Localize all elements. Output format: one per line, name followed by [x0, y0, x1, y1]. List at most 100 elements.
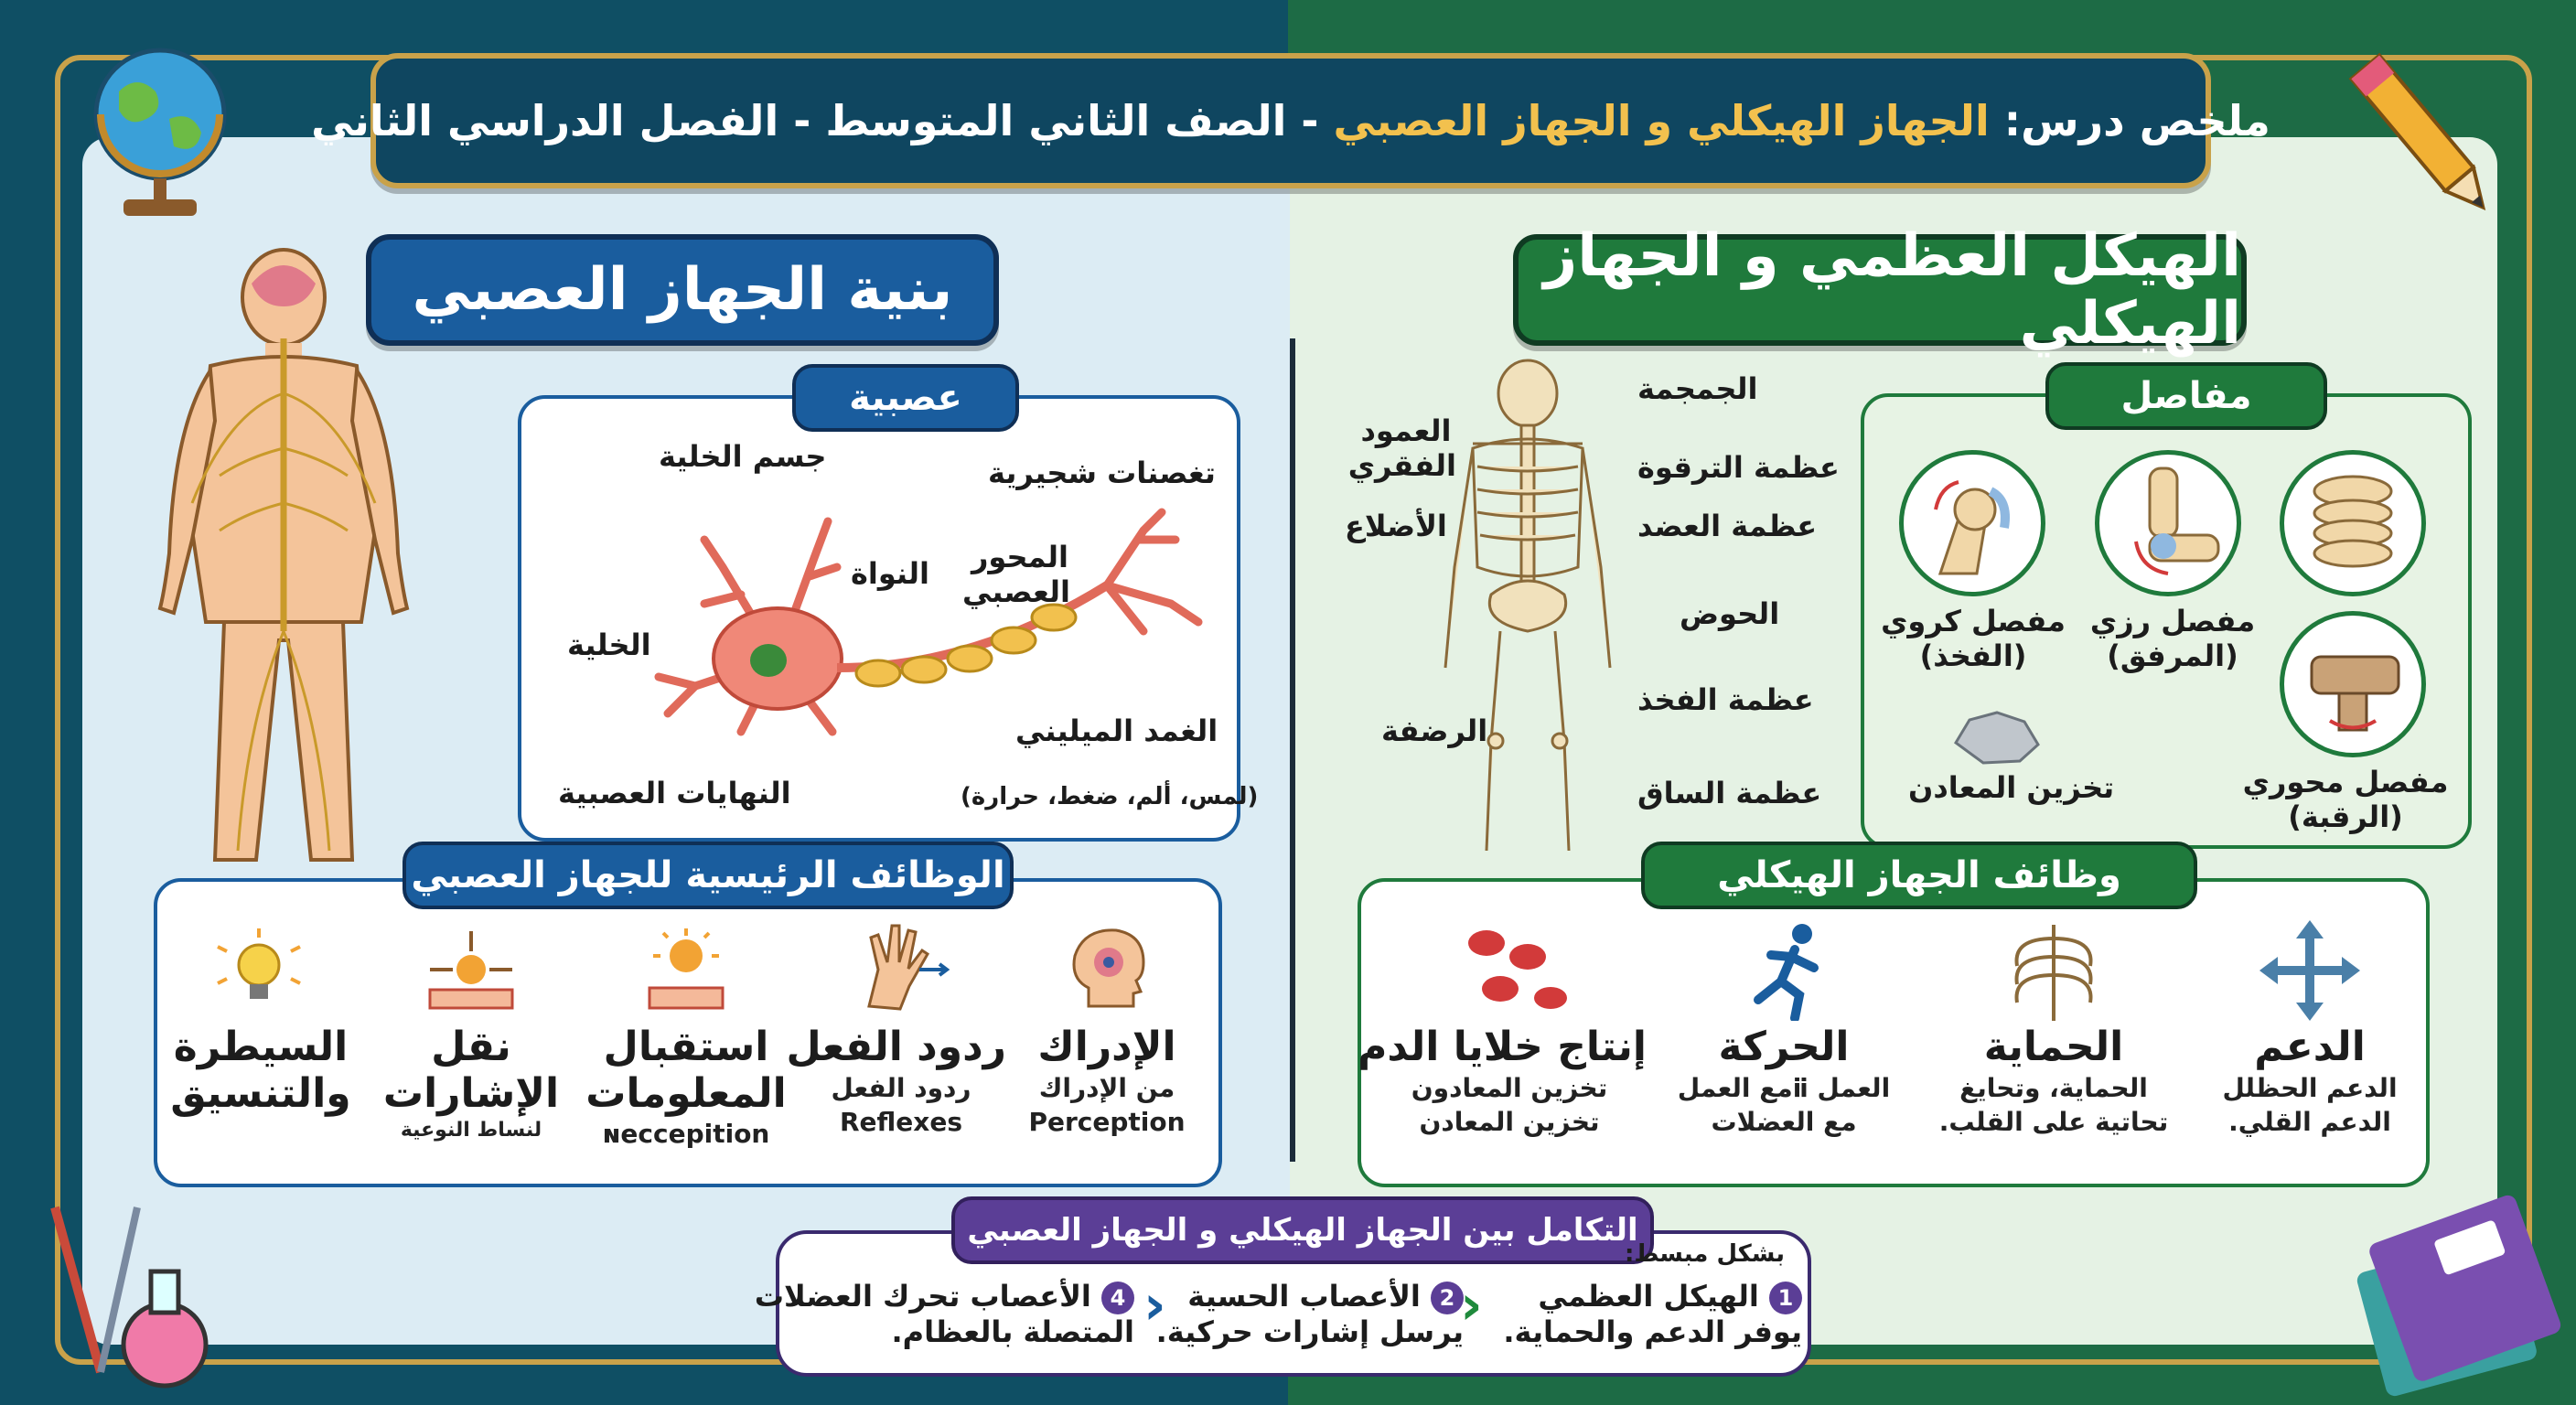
skeletal-section-title: الهيكل العظمي و الجهاز الهيكلي: [1513, 222, 2247, 358]
function-name: الحركة: [1718, 1024, 1850, 1070]
integration-step-1: 1 الهيكل العظمي يوفر الدعم والحماية.: [1503, 1279, 1802, 1349]
ribcage-icon: [2014, 925, 2093, 1021]
step-number: 4: [1101, 1282, 1134, 1314]
mineral-rock-icon: [1954, 711, 2040, 765]
function-sub1: تخزين المعادون: [1411, 1072, 1608, 1103]
label-skull: الجمجمة: [1637, 371, 1758, 406]
neuron-title: عصبية: [792, 364, 1019, 432]
function-name: الدعم: [2254, 1024, 2366, 1070]
chevron-left-icon: ‹: [1460, 1273, 1483, 1337]
label-tibia: عظمة الساق: [1637, 776, 1822, 810]
label-pelvis: الحوض: [1680, 596, 1780, 631]
sun-receptor-icon: [648, 928, 724, 1010]
support-arrows-icon: [2259, 920, 2360, 1021]
label-nerve-endings: النهايات العصبية: [558, 776, 791, 810]
skeleton-figure: [1444, 359, 1612, 852]
function-sub2: تخزين المعادن: [1419, 1107, 1600, 1138]
skeletal-functions-title: وظائف الجهاز الهيكلي: [1641, 842, 2197, 909]
function-sub2: ɴeccepition: [602, 1119, 770, 1150]
label-nucleus: النواة: [851, 556, 929, 591]
hinge-joint-icon: [2095, 450, 2241, 596]
hinge-joint-label: مفصل رزي (المرفق): [2089, 604, 2256, 673]
signal-arrows-icon: [428, 931, 514, 1010]
step-number: 1: [1769, 1282, 1802, 1314]
nervous-function-reflexes: ردود الفعل ردود الفعل Reflexes: [786, 1024, 1006, 1140]
label-cell: الخلية: [567, 627, 651, 662]
function-sub1: من الإدراك: [1038, 1072, 1175, 1103]
skeletal-function-support: الدعم الدعم الحظلل الدعم القلي.: [2214, 1024, 2406, 1140]
label-patella: الرضفة: [1381, 713, 1488, 748]
function-sub2: الدعم القلي.: [2228, 1107, 2391, 1138]
function-name: إنتاج خلايا الدم: [1358, 1024, 1647, 1070]
label-spine: العمود الفقري: [1347, 413, 1456, 483]
pivot-joint-icon: [2280, 611, 2426, 757]
integration-title: التكامل بين الجهاز الهيكلي و الجهاز العص…: [951, 1196, 1654, 1264]
step-line1: الأعصاب الحسية: [1187, 1279, 1421, 1314]
neuron-diagram: [654, 508, 1203, 736]
nervous-function-perception: الإدراك من الإدراك Perception: [1015, 1024, 1198, 1140]
function-sub2: تحاتية على القلب.: [1938, 1107, 2169, 1138]
lightbulb-icon: [217, 928, 301, 999]
skeletal-function-protection: الحماية الحماية، وتحايغ تحاتية على القلب…: [1930, 1024, 2177, 1140]
function-name: استقبال المعلومات: [585, 1024, 787, 1117]
skeletal-function-blood: إنتاج خلايا الدم تخزين المعادون تخزين ال…: [1358, 1024, 1647, 1140]
nervous-functions-title: الوظائف الرئيسية للجهاز العصبي: [402, 842, 1014, 909]
globe-icon: [93, 48, 227, 216]
nervous-body-figure: [157, 248, 410, 862]
chevron-left-icon: ‹: [1143, 1273, 1166, 1337]
skeletal-function-movement: الحركة العمل ⅱمع العمل مع العضلات: [1665, 1024, 1903, 1140]
flask-icon: [50, 1206, 209, 1389]
function-name: الإدراك: [1037, 1024, 1176, 1070]
label-humerus: عظمة العضد: [1637, 509, 1818, 543]
step-line2: يوفر الدعم والحماية.: [1503, 1314, 1802, 1349]
label-senses: (لمس، ألم، ضغط، حرارة): [961, 783, 1259, 810]
skeletal-functions-box: [1358, 878, 2430, 1187]
label-dendrites: تغصنات شجيرية: [988, 456, 1216, 490]
nervous-section-title: بنية الجهاز العصبي: [366, 234, 999, 346]
function-sub1: ردود الفعل: [831, 1072, 971, 1103]
blood-cells-icon: [1468, 930, 1567, 1009]
lesson-title: ملخص درس: الجهاز الهيكلي و الجهاز العصبي…: [311, 96, 2270, 145]
neck-vertebrae-icon: [2280, 450, 2426, 596]
pencil-icon: [2348, 52, 2486, 211]
step-line2: يرسل إشارات حركية.: [1155, 1314, 1464, 1349]
integration-step-2: 2 الأعصاب الحسية يرسل إشارات حركية.: [1156, 1279, 1464, 1349]
function-sub2: لنساط النوعية: [400, 1119, 542, 1142]
ball-joint-icon: [1899, 450, 2045, 596]
notebooks-icon: [2356, 1195, 2561, 1397]
nervous-function-control: السيطرة والتنسيق: [165, 1024, 357, 1117]
label-ribs: الأضلاع: [1345, 509, 1447, 543]
label-femur: عظمة الفخذ: [1637, 682, 1814, 717]
pivot-joint-label: مفصل محوري (الرقبة): [2242, 765, 2449, 834]
function-name: الحماية: [1983, 1024, 2124, 1070]
function-sub2: Perception: [1028, 1107, 1186, 1138]
label-axon: المحور العصبي: [961, 540, 1070, 609]
lesson-title-bar: ملخص درس: الجهاز الهيكلي و الجهاز العصبي…: [311, 53, 2270, 188]
nervous-function-signals: نقل الإشارات لنساط النوعية: [375, 1024, 567, 1144]
step-line1: الهيكل العظمي: [1538, 1279, 1759, 1314]
reflex-hand-icon: [867, 924, 950, 1011]
nervous-function-reception: استقبال المعلومات ɴeccepition: [585, 1024, 787, 1152]
function-sub1: الدعم الحظلل: [2222, 1072, 2398, 1103]
function-sub2: مع العضلات: [1711, 1107, 1857, 1138]
step-number: 2: [1431, 1282, 1464, 1314]
label-cell-body: جسم الخلية: [659, 439, 827, 474]
neuron-box: [518, 395, 1240, 842]
brain-head-icon: [1072, 928, 1145, 1008]
label-clavicle: عظمة الترقوة: [1637, 450, 1840, 485]
function-name: السيطرة والتنسيق: [170, 1024, 351, 1117]
minerals-label: تخزين المعادن: [1908, 770, 2115, 805]
integration-step-4: 4 الأعصاب تحرك العضلات المتصلة بالعظام.: [755, 1279, 1134, 1349]
function-sub1: الحماية، وتحايغ: [1959, 1072, 2148, 1103]
integration-intro: بشكل مبسط:: [1625, 1240, 1786, 1268]
step-line2: المتصلة بالعظام.: [891, 1314, 1134, 1349]
center-divider: [1290, 338, 1295, 1162]
running-person-icon: [1754, 924, 1819, 1021]
label-myelin: الغمد الميليني: [1015, 713, 1218, 748]
joints-title: مفاصل: [2045, 362, 2327, 430]
function-sub1: العمل ⅱمع العمل: [1677, 1072, 1891, 1103]
function-name: نقل الإشارات: [382, 1024, 560, 1117]
ball-joint-label: مفصل كروي (الفخذ): [1881, 604, 2066, 673]
step-line1: الأعصاب تحرك العضلات: [754, 1279, 1091, 1314]
function-name: ردود الفعل: [786, 1024, 1006, 1070]
